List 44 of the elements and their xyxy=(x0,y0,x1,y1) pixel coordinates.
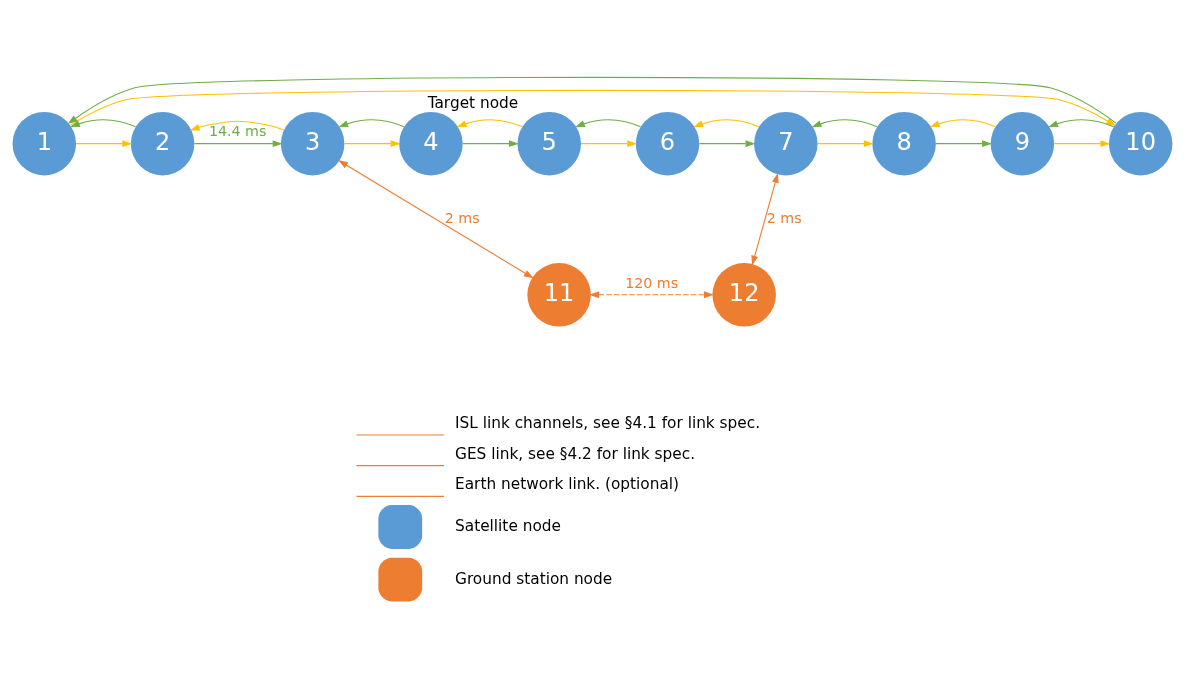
arrow xyxy=(67,76,1117,125)
node-circle: 4 xyxy=(399,111,463,176)
arrow xyxy=(589,291,714,299)
arrow xyxy=(693,119,760,128)
arrow xyxy=(456,119,523,128)
arrow xyxy=(751,172,779,266)
node-circle: 11 xyxy=(527,263,591,327)
node-circle: 10 xyxy=(1108,111,1173,176)
node-circle: 9 xyxy=(990,111,1055,176)
arrow xyxy=(817,140,874,148)
arrow xyxy=(1053,140,1111,148)
arrow xyxy=(811,119,878,128)
arrow xyxy=(574,119,642,128)
arrow xyxy=(1048,119,1115,128)
arrow xyxy=(344,140,401,148)
legend-label: Earth network link. (optional) xyxy=(455,475,680,494)
arrow xyxy=(338,160,534,279)
edge-label: 2 ms xyxy=(766,209,802,226)
arrow xyxy=(189,120,285,131)
arrow xyxy=(698,140,756,148)
legend-label: GES link, see §4.2 for link spec. xyxy=(455,444,696,463)
edge-label: 120 ms xyxy=(625,274,679,291)
arrow xyxy=(580,140,638,148)
node-circle: 5 xyxy=(517,111,581,176)
node-circle: 6 xyxy=(635,111,700,176)
legend-label: Ground station node xyxy=(455,569,613,588)
legend-label: Satellite node xyxy=(455,517,561,536)
node-circle: 2 xyxy=(130,111,195,176)
node-circle: 8 xyxy=(872,111,936,176)
node-circle: 7 xyxy=(754,111,818,176)
arrow xyxy=(193,140,283,148)
arrow xyxy=(70,119,137,128)
edge-label: 2 ms xyxy=(444,209,480,226)
arrow xyxy=(935,140,992,148)
arrow xyxy=(338,119,405,128)
arrow xyxy=(929,119,996,128)
node-circle: 3 xyxy=(280,111,345,176)
node-label: Target node xyxy=(427,93,519,112)
arrow xyxy=(462,140,519,148)
arrow xyxy=(69,89,1116,127)
edge-label: 14.4 ms xyxy=(208,123,267,140)
legend-label: ISL link channels, see §4.1 for link spec. xyxy=(455,414,761,433)
node-circle: 12 xyxy=(712,263,776,327)
arrow xyxy=(75,140,133,148)
